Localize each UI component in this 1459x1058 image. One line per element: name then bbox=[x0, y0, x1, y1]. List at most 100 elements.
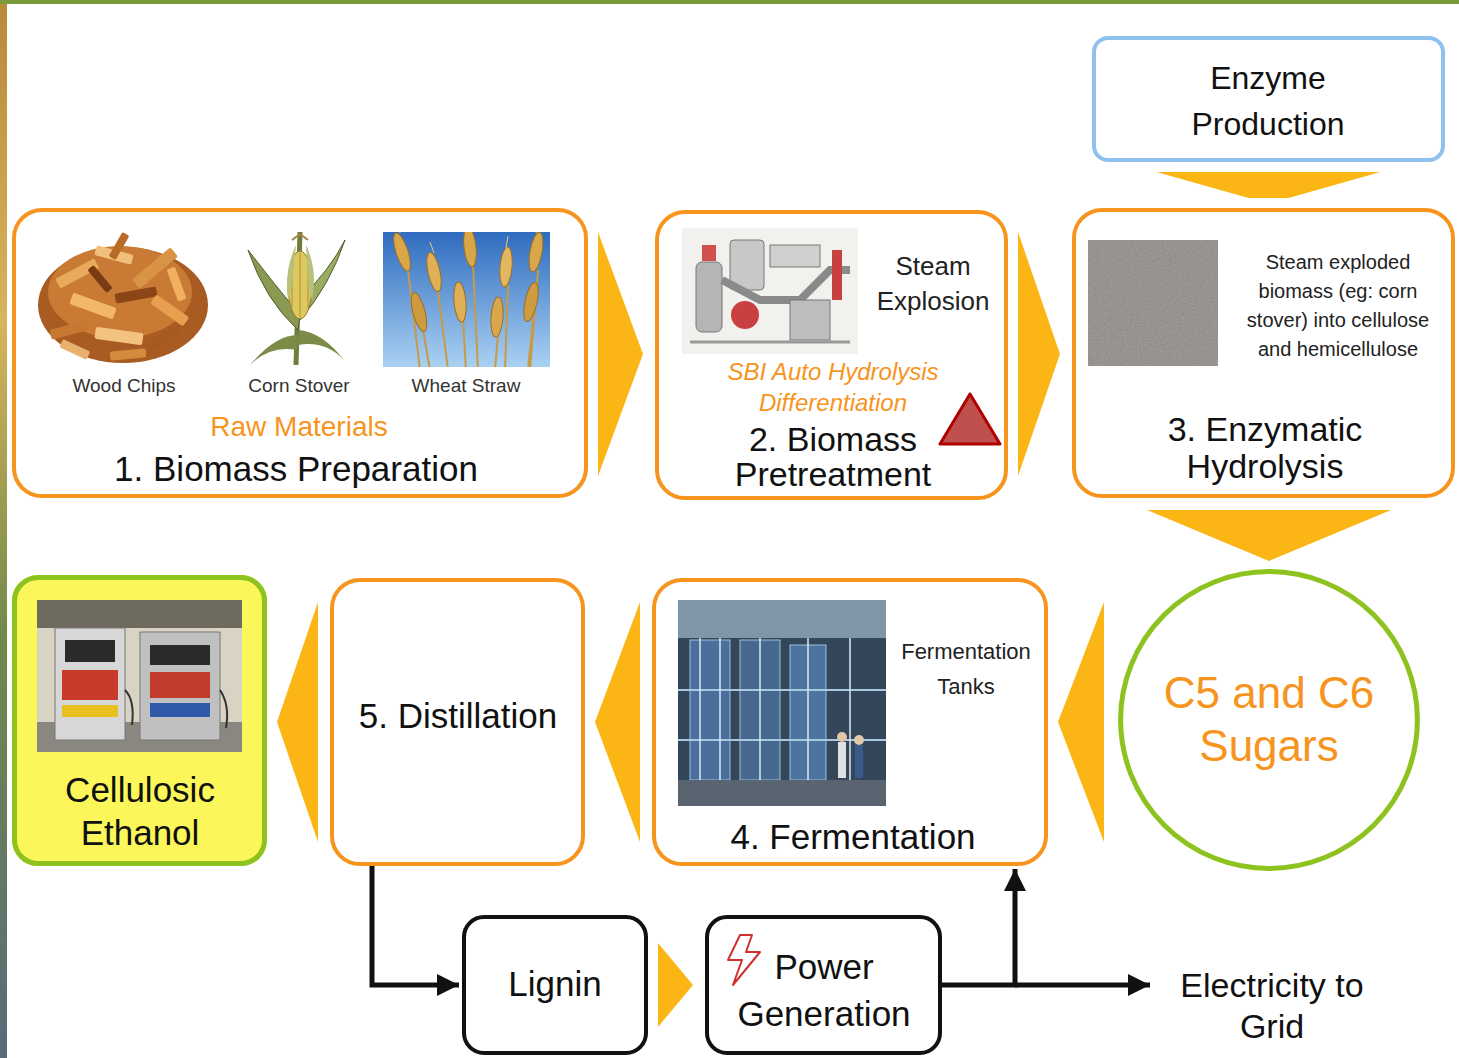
fermentation-image bbox=[678, 780, 886, 806]
wheat-straw-image bbox=[490, 297, 505, 338]
corn-stover-image bbox=[292, 234, 308, 240]
corn-stover-image bbox=[248, 232, 345, 365]
fuel-pump-image bbox=[150, 672, 210, 698]
flow-chevron bbox=[277, 602, 318, 842]
wood-chips-image bbox=[48, 246, 192, 338]
steam-explosion-image bbox=[832, 250, 842, 300]
fermentation-image bbox=[855, 745, 863, 778]
byproduct-box: Lignin bbox=[462, 915, 648, 1055]
step-title: 5. Distillation bbox=[343, 697, 573, 736]
steam-explosion-image bbox=[770, 245, 820, 267]
power-line bbox=[942, 869, 1015, 985]
fermentation-image bbox=[700, 638, 850, 780]
fuel-pump-image bbox=[37, 600, 242, 752]
image-caption: Steam Explosion bbox=[865, 249, 1001, 319]
image-caption: Wheat Straw bbox=[386, 375, 546, 398]
fuel-pump-image bbox=[140, 632, 220, 740]
flow-chevron bbox=[1018, 232, 1060, 476]
pretreatment-marker bbox=[940, 394, 1000, 444]
box-title: Enzyme Production bbox=[1158, 55, 1378, 148]
corn-stover-image bbox=[250, 335, 298, 365]
process-box: Steam exploded biomass (eg: corn stover)… bbox=[1072, 208, 1455, 498]
circle-outline bbox=[1121, 572, 1418, 869]
image-caption: Wood Chips bbox=[34, 375, 214, 398]
box-fill bbox=[12, 575, 267, 866]
pretreatment-marker bbox=[940, 394, 1000, 444]
steam-explosion-image bbox=[690, 341, 850, 344]
box-title: Power Generation bbox=[719, 943, 929, 1038]
process-box: Wood ChipsCorn StoverWheat StrawRaw Mate… bbox=[12, 208, 588, 498]
description-text: Steam exploded biomass (eg: corn stover)… bbox=[1231, 248, 1445, 364]
flow-chevron bbox=[1147, 510, 1391, 561]
flow-chevron bbox=[658, 943, 693, 1027]
wheat-straw-image bbox=[383, 232, 550, 367]
image-caption: Fermentation Tanks bbox=[892, 634, 1040, 704]
wood-chips-image bbox=[109, 232, 130, 260]
grid-arrow bbox=[1015, 983, 1150, 988]
steam-explosion-image bbox=[682, 228, 858, 354]
wood-chips-image bbox=[166, 267, 186, 302]
step-title: 2. Biomass Pretreatment bbox=[703, 422, 963, 491]
fuel-pump-image bbox=[37, 600, 242, 628]
output-label: Electricity to Grid bbox=[1157, 965, 1387, 1047]
wood-chips-image bbox=[140, 326, 180, 355]
step-title: 3. Enzymatic Hydrolysis bbox=[1135, 411, 1395, 486]
fermentation-image bbox=[678, 600, 886, 806]
fuel-pump-image bbox=[62, 705, 118, 717]
fermentation-image bbox=[678, 690, 886, 740]
wood-chips-image bbox=[87, 265, 112, 293]
wheat-straw-image bbox=[498, 247, 513, 288]
corn-stover-image bbox=[306, 245, 314, 300]
hydrolysis-image bbox=[1088, 240, 1218, 366]
steam-explosion-image bbox=[682, 228, 858, 354]
fuel-pump-image bbox=[62, 670, 118, 700]
wheat-straw-image bbox=[390, 232, 414, 273]
wheat-straw-image bbox=[398, 232, 540, 253]
wood-chips-image bbox=[38, 247, 208, 363]
fuel-pump-image bbox=[125, 690, 227, 728]
output-title: Cellulosic Ethanol bbox=[30, 769, 250, 854]
wheat-straw-image bbox=[408, 265, 538, 367]
fermentation-image bbox=[690, 640, 730, 780]
process-box: 5. Distillation bbox=[330, 578, 585, 866]
input-box: Enzyme Production bbox=[1092, 36, 1445, 162]
flow-chevron bbox=[598, 232, 643, 476]
fuel-pump-image bbox=[37, 600, 242, 752]
fermentation-image bbox=[838, 742, 846, 778]
fuel-pump-image bbox=[55, 628, 125, 740]
fermentation-image bbox=[837, 732, 847, 742]
product-circle: C5 and C6 Sugars bbox=[1116, 567, 1422, 873]
lightning-icon bbox=[728, 935, 760, 985]
fuel-pump-image bbox=[65, 640, 115, 662]
wood-chips-image bbox=[110, 348, 147, 360]
byproduct-box: Power Generation bbox=[705, 915, 942, 1055]
fermentation-image bbox=[678, 600, 886, 806]
process-box: Steam ExplosionSBI Auto Hydrolysis Diffe… bbox=[655, 210, 1008, 500]
note-text: SBI Auto Hydrolysis Differentiation bbox=[688, 356, 978, 418]
wheat-straw-image bbox=[452, 282, 467, 323]
wheat-straw-image bbox=[424, 251, 444, 293]
corn-stover-image bbox=[298, 330, 344, 360]
wood-chips-image bbox=[132, 247, 178, 288]
circle-outline bbox=[1116, 567, 1422, 873]
steam-explosion-image bbox=[702, 245, 716, 261]
hydrolysis-image bbox=[1088, 240, 1218, 366]
box-title: Lignin bbox=[470, 965, 640, 1004]
wood-chips-image bbox=[49, 320, 88, 339]
step-title: 4. Fermentation bbox=[673, 818, 1033, 857]
output-box: Cellulosic Ethanol bbox=[12, 575, 267, 866]
fuel-pump-image bbox=[150, 645, 210, 665]
steam-explosion-image bbox=[790, 300, 830, 340]
lightning-icon bbox=[728, 935, 760, 985]
steam-explosion-image bbox=[696, 262, 722, 332]
step-title: 1. Biomass Preparation bbox=[36, 450, 556, 489]
flow-chevron bbox=[1058, 602, 1104, 842]
wood-chips-image bbox=[94, 327, 143, 346]
section-label: Raw Materials bbox=[149, 412, 449, 443]
hydrolysis-image bbox=[1088, 240, 1218, 366]
wheat-straw-image bbox=[462, 232, 478, 268]
product-title: C5 and C6 Sugars bbox=[1144, 667, 1394, 773]
wheat-straw-image bbox=[527, 232, 546, 273]
wheat-straw-image bbox=[408, 291, 430, 333]
process-box: Fermentation Tanks 4. Fermentation bbox=[652, 578, 1048, 866]
